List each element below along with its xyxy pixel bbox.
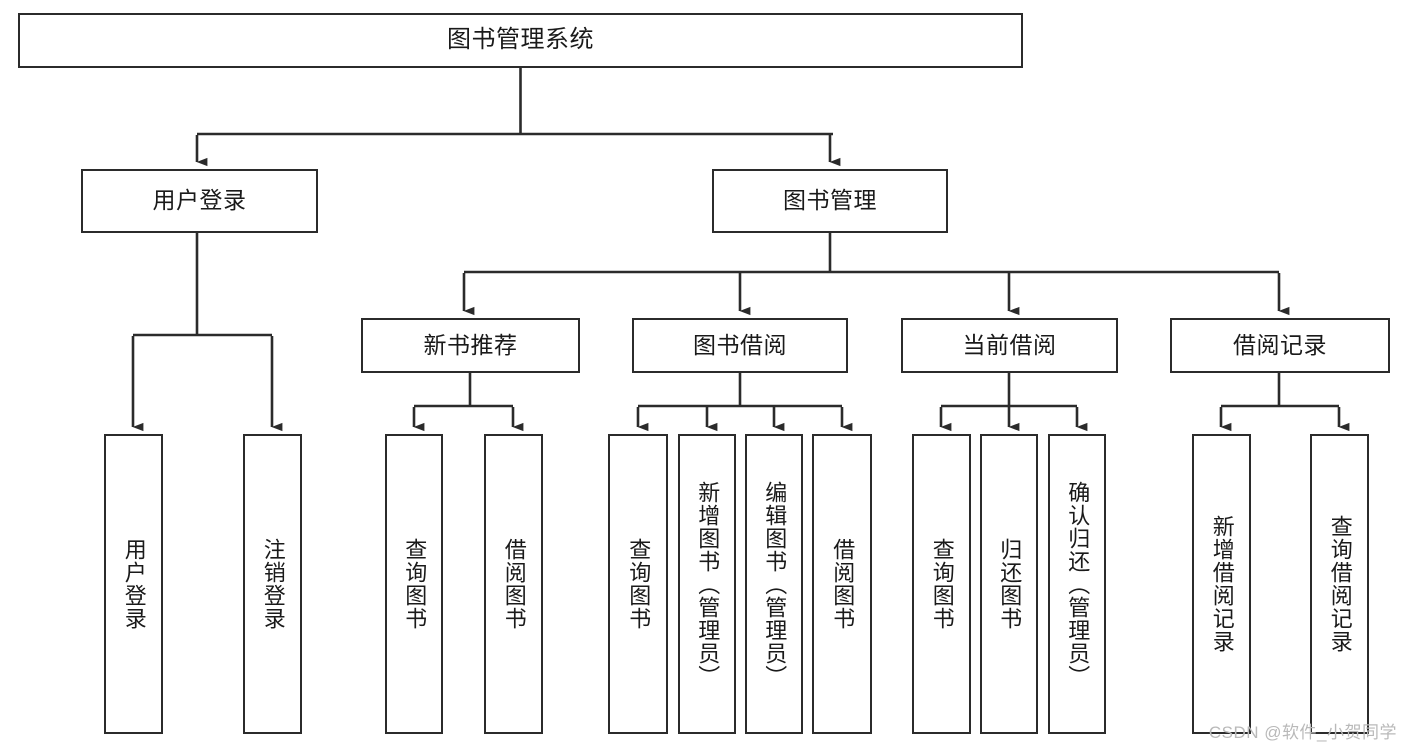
node-label: 借阅图书	[830, 538, 856, 630]
node-label: 借阅图书	[501, 538, 527, 630]
node-label: 确认归还（管理员）	[1065, 480, 1091, 688]
node-label: 借阅记录	[1233, 331, 1327, 358]
node-label: 图书管理	[783, 187, 877, 214]
node-new-book-recommend[interactable]: 新书推荐	[361, 318, 580, 373]
node-leaf-borrow-book-2[interactable]: 借阅图书	[812, 434, 872, 734]
node-label: 用户登录	[121, 538, 147, 630]
node-label: 新增借阅记录	[1209, 515, 1235, 653]
node-label: 查询借阅记录	[1327, 515, 1353, 653]
node-label: 用户登录	[152, 187, 247, 214]
node-leaf-borrow-book-1[interactable]: 借阅图书	[484, 434, 543, 734]
node-leaf-edit-book-admin[interactable]: 编辑图书（管理员）	[745, 434, 803, 734]
node-user-login[interactable]: 用户登录	[81, 169, 318, 233]
node-label: 归还图书	[997, 538, 1023, 630]
watermark-text: CSDN @软件_小贺同学	[1208, 723, 1397, 742]
node-leaf-user-logout[interactable]: 注销登录	[243, 434, 302, 734]
node-leaf-query-book-1[interactable]: 查询图书	[385, 434, 443, 734]
node-label: 图书管理系统	[447, 26, 594, 54]
node-leaf-add-borrow-record[interactable]: 新增借阅记录	[1192, 434, 1251, 734]
node-label: 编辑图书（管理员）	[762, 480, 788, 688]
node-leaf-user-login[interactable]: 用户登录	[104, 434, 163, 734]
node-book-management-system[interactable]: 图书管理系统	[18, 13, 1023, 68]
node-leaf-add-book-admin[interactable]: 新增图书（管理员）	[678, 434, 736, 734]
node-label: 查询图书	[626, 538, 652, 630]
node-label: 查询图书	[402, 538, 428, 630]
node-label: 当前借阅	[962, 331, 1057, 358]
node-borrow-record[interactable]: 借阅记录	[1170, 318, 1390, 373]
node-leaf-return-book[interactable]: 归还图书	[980, 434, 1038, 734]
node-label: 图书借阅	[693, 331, 787, 358]
node-label: 新书推荐	[423, 331, 518, 358]
node-label: 注销登录	[260, 538, 286, 630]
node-book-borrow[interactable]: 图书借阅	[632, 318, 848, 373]
node-leaf-query-book-3[interactable]: 查询图书	[912, 434, 971, 734]
node-book-management[interactable]: 图书管理	[712, 169, 948, 233]
node-leaf-confirm-return-admin[interactable]: 确认归还（管理员）	[1048, 434, 1106, 734]
node-current-borrow[interactable]: 当前借阅	[901, 318, 1118, 373]
node-label: 查询图书	[929, 538, 955, 630]
node-leaf-query-book-2[interactable]: 查询图书	[608, 434, 668, 734]
node-leaf-query-borrow-record[interactable]: 查询借阅记录	[1310, 434, 1369, 734]
node-label: 新增图书（管理员）	[695, 480, 721, 688]
